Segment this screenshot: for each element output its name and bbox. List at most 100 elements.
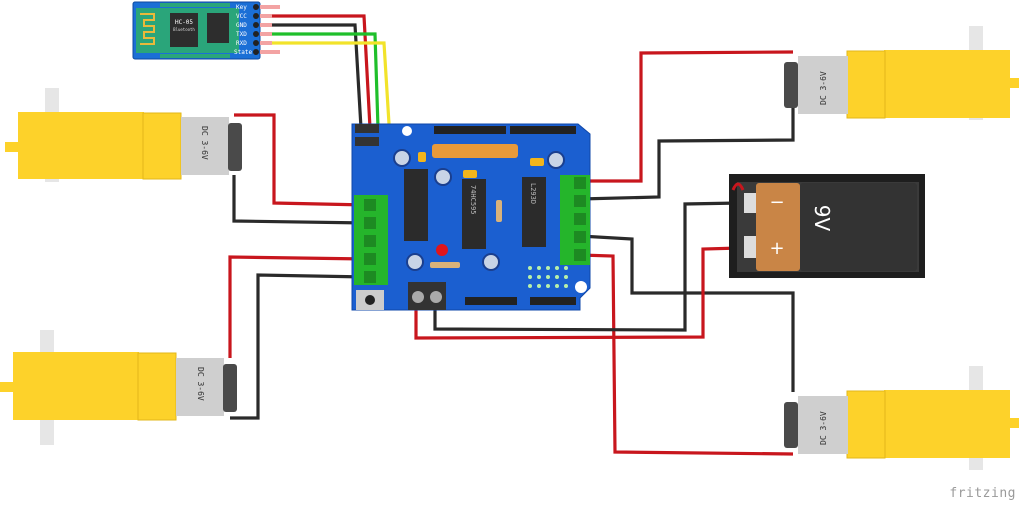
motor-shaft: [0, 382, 14, 392]
terminal-right-screws: [574, 177, 586, 261]
motor-endcap: [784, 62, 798, 108]
bt-module-name: HC-05: [175, 19, 193, 26]
capacitor-1: [393, 149, 411, 167]
motor-gearbox: [884, 50, 1010, 118]
battery-9v: − + 9V: [729, 174, 925, 278]
motor-can: [176, 358, 224, 416]
battery-clip-wire: [731, 182, 745, 191]
motor-shield: 74HC595 L293D: [351, 123, 591, 311]
wire-bt-vcc: [272, 14, 372, 129]
motor-gearbox-collar: [846, 50, 886, 119]
mount-hole-bottom: [575, 281, 587, 293]
bt-pin-state: State: [234, 49, 252, 56]
small-cap-3: [530, 158, 544, 166]
battery-minus-label: −: [769, 192, 784, 213]
bt-header-pins: [253, 4, 259, 55]
wire-motor-tl-black: [232, 175, 368, 225]
wire-motor-tr-black: [579, 108, 795, 201]
bt-pin-labels: Key VCC GND TXD RXD State: [234, 4, 252, 56]
bluetooth-module: HC-05 Bluetooth Key VCC GND TXD RXD Stat…: [132, 1, 280, 60]
battery-copper-cap: [756, 183, 800, 271]
bt-pin-vcc: VCC: [236, 13, 247, 20]
wire-motor-br-red: [579, 253, 794, 456]
motor-bottom-left: DC 3-6V: [0, 330, 237, 445]
wire-motor-tr-red: [580, 50, 794, 183]
mount-hole-top: [402, 126, 412, 136]
motor-gearbox: [18, 112, 144, 179]
ic-l293d-label: L293D: [529, 183, 537, 204]
capacitor-4: [406, 253, 424, 271]
battery-terminal-positive: [744, 236, 756, 258]
antenna-trace: [140, 13, 155, 45]
bt-flash-chip: [207, 13, 229, 43]
fritzing-watermark: fritzing: [949, 486, 1016, 501]
motor-endcap: [228, 123, 242, 171]
motor-can: [798, 56, 848, 114]
motor-shaft: [1005, 78, 1019, 88]
battery-terminal-negative: [744, 193, 756, 213]
battery-body: [800, 183, 917, 271]
motor-label: DC 3-6V: [819, 411, 828, 445]
wire-power-positive: [414, 246, 741, 340]
power-terminal-screw-1: [412, 291, 424, 303]
wire-power-negative: [433, 201, 741, 332]
capacitor-3: [547, 151, 565, 169]
motor-gearbox-collar: [137, 352, 177, 421]
motor-bottom-right: DC 3-6V: [784, 366, 1019, 470]
motor-can: [798, 396, 848, 454]
resistor-1: [496, 200, 502, 222]
header-bottom-right: [530, 297, 576, 305]
bt-pin-leads: [260, 5, 280, 54]
header-top-right: [510, 126, 576, 134]
bt-pin-key: Key: [236, 4, 247, 11]
motor-endcap: [784, 402, 798, 448]
wire-motor-tl-red: [234, 113, 368, 207]
motor-gearbox-collar: [846, 390, 886, 459]
ic-l293d: [522, 177, 546, 247]
bt-pin-txd: TXD: [236, 31, 247, 38]
bt-pin-gnd: GND: [236, 22, 247, 29]
ic-left: [404, 169, 428, 241]
ic-74hc595: [462, 179, 486, 249]
motor-gearbox: [13, 352, 139, 420]
wire-motor-br-black: [579, 234, 795, 392]
reset-button-cap: [365, 295, 375, 305]
capacitor-2: [434, 168, 452, 186]
motor-label: DC 3-6V: [819, 71, 828, 105]
battery-voltage-label: 9V: [810, 205, 834, 232]
motor-can: [181, 117, 229, 175]
bt-pads: [160, 3, 230, 58]
pad-grid: [528, 266, 568, 288]
motor-gearbox-collar: [142, 112, 182, 180]
motor-label: DC 3-6V: [196, 367, 205, 401]
motor-gearbox: [884, 390, 1010, 458]
wire-motor-bl-black: [230, 273, 368, 420]
motor-shaft: [5, 142, 19, 152]
bt-shield-header: [355, 124, 379, 133]
wire-motor-bl-red: [228, 255, 368, 358]
motor-endcap: [223, 364, 237, 412]
wires: [228, 14, 795, 456]
power-terminal-screw-2: [430, 291, 442, 303]
power-led: [436, 244, 448, 256]
bt-shield-header-2: [355, 137, 379, 146]
wire-bt-txd: [272, 32, 380, 129]
ic-74hc595-label: 74HC595: [469, 185, 477, 215]
bt-chip: [170, 13, 198, 47]
bt-pin-rxd: RXD: [236, 40, 247, 47]
battery-plus-label: +: [769, 238, 784, 259]
header-bottom-left: [465, 297, 517, 305]
resistor-2: [430, 262, 460, 268]
motor-label: DC 3-6V: [200, 126, 209, 160]
bt-module-subtitle: Bluetooth: [173, 27, 195, 32]
motor-shaft: [1005, 418, 1019, 428]
capacitor-5: [482, 253, 500, 271]
motor-top-right: DC 3-6V: [784, 26, 1019, 120]
header-top-left: [434, 126, 506, 134]
small-cap-2: [463, 170, 477, 178]
small-cap-1: [418, 152, 426, 162]
wire-bt-gnd: [272, 23, 363, 129]
resistor-network: [432, 144, 518, 158]
motor-top-left: DC 3-6V: [5, 88, 242, 182]
